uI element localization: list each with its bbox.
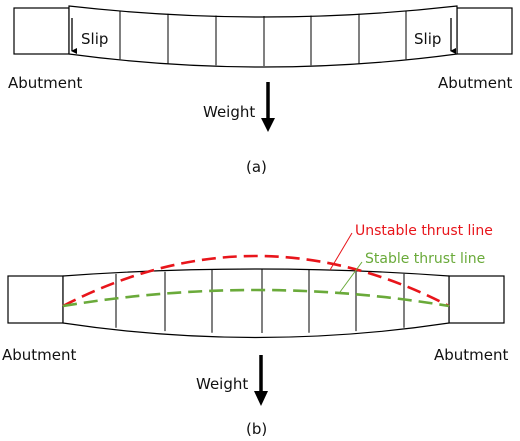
abutment-left-label: Abutment [8,74,83,92]
abutment-right-block [456,7,513,55]
stable-label: Stable thrust line [365,251,485,267]
panel-a: Slip Slip Abutment Abutment Weight (a) [8,5,513,176]
slip-right-label: Slip [414,30,441,48]
abutment-left-label: Abutment [2,346,77,364]
caption-a: (a) [246,158,267,176]
abutment-left-block [13,7,70,55]
weight-label: Weight [203,103,255,121]
unstable-label: Unstable thrust line [355,223,493,239]
beam-segment-joints [119,10,407,66]
abutment-left-block [7,275,64,324]
slip-left-label: Slip [81,30,108,48]
abutment-right-block [448,275,505,324]
abutment-right-label: Abutment [438,74,513,92]
stable-thrust-line [62,288,450,308]
weight-arrowhead [261,118,275,132]
unstable-leader-line [329,232,353,271]
weight-label: Weight [196,375,248,393]
beam-segment-joints [115,269,405,333]
stable-leader-line [339,261,363,293]
panel-b: Unstable thrust line Stable thrust line … [2,223,509,438]
unstable-thrust-line [62,254,450,308]
weight-arrowhead [254,391,268,406]
beam-outline [62,268,450,339]
caption-b: (b) [246,420,267,438]
abutment-right-label: Abutment [434,346,509,364]
beam-outline [68,5,458,68]
